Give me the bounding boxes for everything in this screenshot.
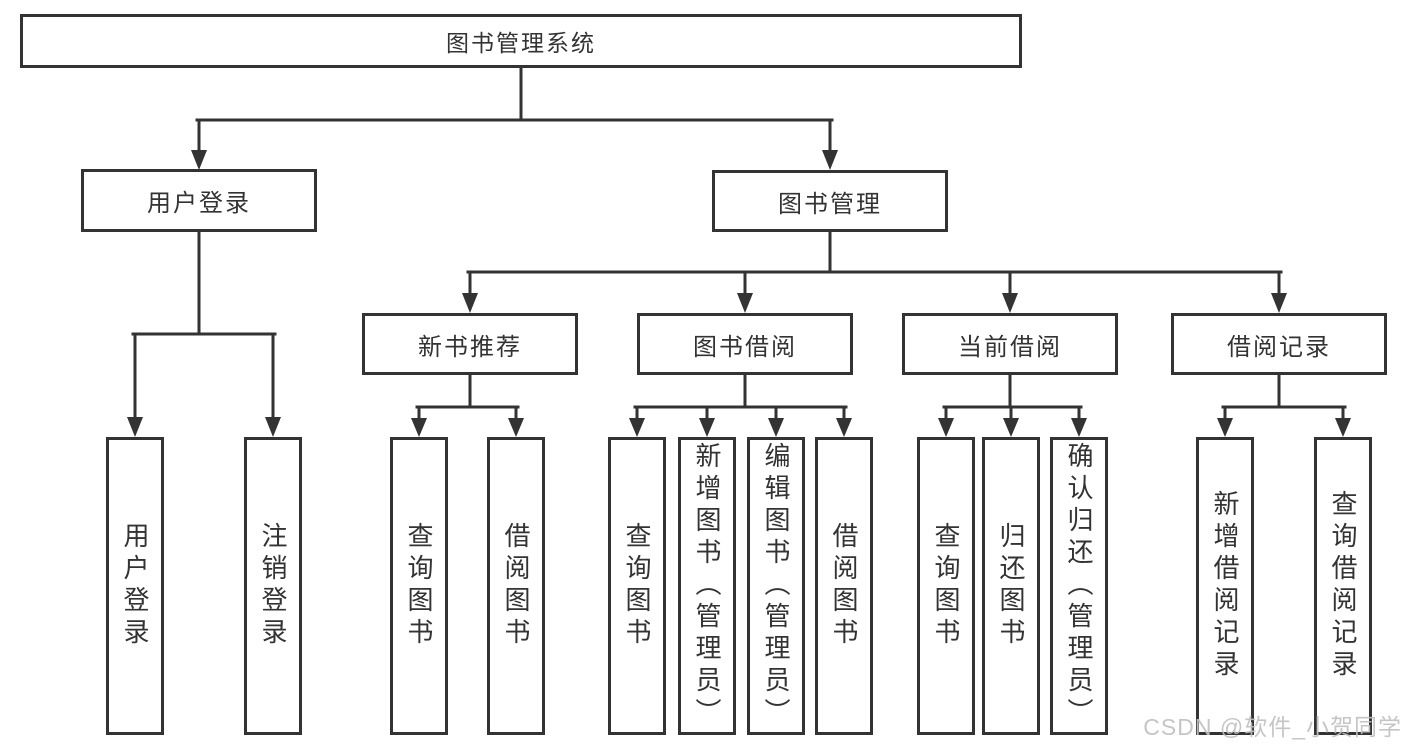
node-book-borrow: 图书借阅 [637,313,853,375]
node-current-borrow: 当前借阅 [902,313,1118,375]
leaf-bb-edit-book-admin-label: 编辑图书（管理员） [761,442,791,730]
leaf-nbr-query-book-label: 查询图书 [404,522,434,650]
leaf-bb-add-book-admin: 新增图书（管理员） [678,437,736,735]
node-current-borrow-label: 当前借阅 [958,333,1062,361]
leaf-nbr-query-book: 查询图书 [390,437,448,735]
node-new-book-recommend-label: 新书推荐 [418,333,522,361]
connector-userlogin-to-leaves [127,232,281,437]
node-root-label: 图书管理系统 [446,30,596,56]
node-book-management-label: 图书管理 [778,190,882,218]
connector-borrow-to-leaves [629,375,852,437]
leaf-bb-edit-book-admin: 编辑图书（管理员） [747,437,805,735]
leaf-cb-return-book-label: 归还图书 [996,522,1026,650]
node-new-book-recommend: 新书推荐 [362,313,578,375]
leaf-logout: 注销登录 [244,437,302,735]
leaf-bb-add-book-admin-label: 新增图书（管理员） [692,442,722,730]
leaf-bb-query-book-label: 查询图书 [622,522,652,650]
leaf-logout-label: 注销登录 [258,522,288,650]
leaf-cb-confirm-return-admin-label: 确认归还（管理员） [1064,442,1094,730]
node-user-login: 用户登录 [81,169,317,232]
leaf-nbr-borrow-book: 借阅图书 [487,437,545,735]
leaf-bb-borrow-book-label: 借阅图书 [829,522,859,650]
leaf-br-add-record-label: 新增借阅记录 [1210,490,1240,682]
node-book-management: 图书管理 [712,170,948,232]
connector-root-to-level2 [191,68,838,170]
watermark-text: CSDN @软件_小贺同学 [1143,714,1402,740]
node-borrow-records: 借阅记录 [1171,313,1387,375]
leaf-user-login-label: 用户登录 [120,522,150,650]
connector-bookmgmt-to-level3 [462,232,1287,313]
leaf-bb-query-book: 查询图书 [608,437,666,735]
leaf-nbr-borrow-book-label: 借阅图书 [501,522,531,650]
connector-current-to-leaves [938,375,1087,437]
leaf-cb-confirm-return-admin: 确认归还（管理员） [1050,437,1108,735]
leaf-bb-borrow-book: 借阅图书 [815,437,873,735]
node-borrow-records-label: 借阅记录 [1227,333,1331,361]
leaf-cb-return-book: 归还图书 [982,437,1040,735]
leaf-br-query-record: 查询借阅记录 [1314,437,1372,735]
node-root: 图书管理系统 [20,14,1022,68]
connector-newbook-to-leaves [411,375,524,437]
leaf-user-login: 用户登录 [106,437,164,735]
node-user-login-label: 用户登录 [147,190,251,217]
leaf-cb-query-book-label: 查询图书 [931,522,961,650]
leaf-cb-query-book: 查询图书 [917,437,975,735]
leaf-br-add-record: 新增借阅记录 [1196,437,1254,735]
node-book-borrow-label: 图书借阅 [693,333,797,361]
leaf-br-query-record-label: 查询借阅记录 [1328,490,1358,682]
connector-records-to-leaves [1217,375,1351,437]
